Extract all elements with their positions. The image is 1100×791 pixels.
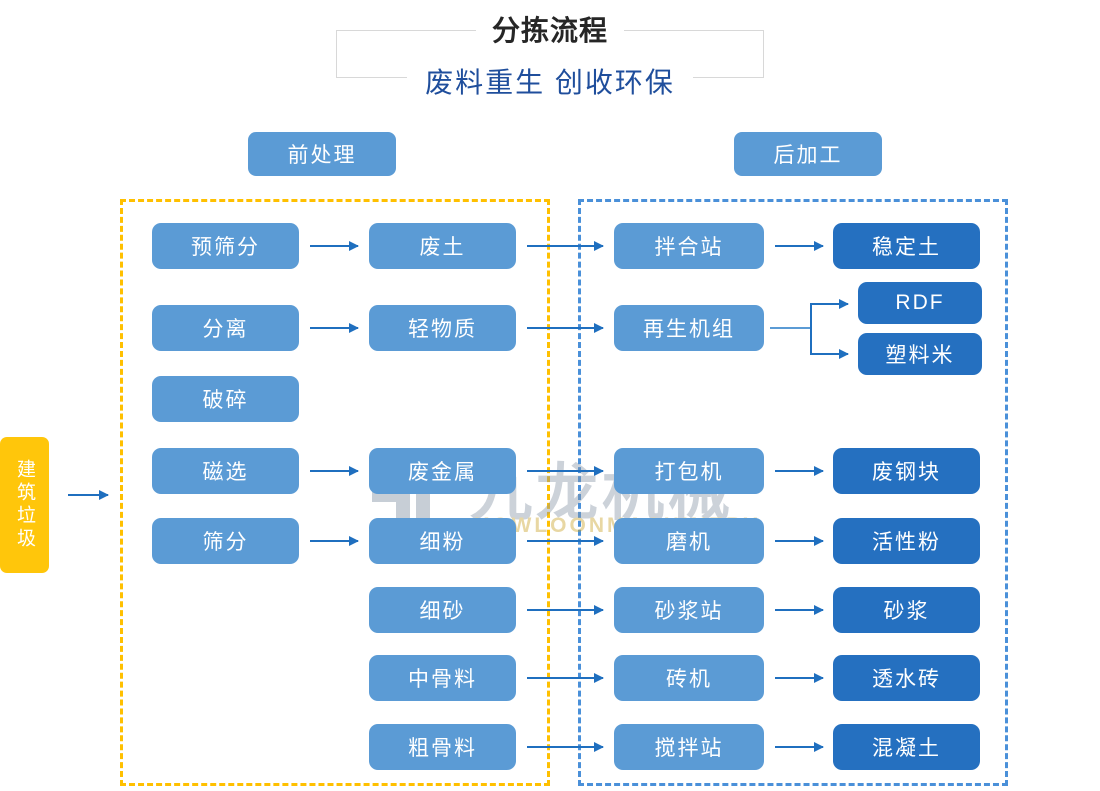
arrow-c1-1-to-c2-1 <box>310 323 359 333</box>
arrow-c3-0-to-c4-0 <box>775 241 824 251</box>
arrow-branch-to-plastic <box>810 349 849 359</box>
node-c4-2: 活性粉 <box>833 518 980 564</box>
arrow-c3-3-to-c4-2 <box>775 536 824 546</box>
group-frame-pre-processing <box>120 199 550 786</box>
node-c2-4: 细砂 <box>369 587 516 633</box>
arrow-c3-4-to-c4-3 <box>775 605 824 615</box>
node-c1-2: 破碎 <box>152 376 299 422</box>
arrow-c2-5-to-c3-5 <box>527 673 604 683</box>
node-c3-2: 打包机 <box>614 448 764 494</box>
node-c4-0: 稳定土 <box>833 223 980 269</box>
group-frame-post-processing <box>578 199 1008 786</box>
arrow-input-to-pre <box>68 490 109 500</box>
node-c2-1: 轻物质 <box>369 305 516 351</box>
page-subtitle-text: 废料重生 创收环保 <box>407 67 693 98</box>
node-c2-0: 废土 <box>369 223 516 269</box>
branch-vertical-line <box>810 303 812 355</box>
node-c3-1: 再生机组 <box>614 305 764 351</box>
input-node-construction-waste: 建筑垃圾 <box>0 437 49 573</box>
node-c1-1: 分离 <box>152 305 299 351</box>
page-title: 分拣流程 <box>0 14 1100 48</box>
node-c1-4: 筛分 <box>152 518 299 564</box>
node-c4-4: 透水砖 <box>833 655 980 701</box>
arrow-c1-3-to-c2-2 <box>310 466 359 476</box>
node-c1-0: 预筛分 <box>152 223 299 269</box>
arrow-c2-6-to-c3-6 <box>527 742 604 752</box>
node-c4-branch-rdf: RDF <box>858 282 982 324</box>
node-c4-branch-plastic: 塑料米 <box>858 333 982 375</box>
input-node-label: 建筑垃圾 <box>14 459 35 551</box>
node-c1-3: 磁选 <box>152 448 299 494</box>
page-title-text: 分拣流程 <box>475 15 624 46</box>
node-c3-5: 砖机 <box>614 655 764 701</box>
node-c4-5: 混凝土 <box>833 724 980 770</box>
node-c3-3: 磨机 <box>614 518 764 564</box>
node-c2-2: 废金属 <box>369 448 516 494</box>
stage-label-pre-processing: 前处理 <box>248 132 396 176</box>
arrow-c2-4-to-c3-4 <box>527 605 604 615</box>
page-subtitle: 废料重生 创收环保 <box>0 65 1100 101</box>
arrow-c3-6-to-c4-5 <box>775 742 824 752</box>
arrow-c3-2-to-c4-1 <box>775 466 824 476</box>
arrow-c2-0-to-c3-0 <box>527 241 604 251</box>
node-c4-3: 砂浆 <box>833 587 980 633</box>
node-c2-3: 细粉 <box>369 518 516 564</box>
arrow-branch-to-rdf <box>810 299 849 309</box>
arrow-c1-0-to-c2-0 <box>310 241 359 251</box>
arrow-c3-5-to-c4-4 <box>775 673 824 683</box>
node-c3-6: 搅拌站 <box>614 724 764 770</box>
node-c2-6: 粗骨料 <box>369 724 516 770</box>
arrow-c1-4-to-c2-3 <box>310 536 359 546</box>
node-c4-1: 废钢块 <box>833 448 980 494</box>
arrow-c2-1-to-c3-1 <box>527 323 604 333</box>
node-c3-0: 拌合站 <box>614 223 764 269</box>
arrow-c2-3-to-c3-3 <box>527 536 604 546</box>
node-c2-5: 中骨料 <box>369 655 516 701</box>
stage-label-post-processing: 后加工 <box>734 132 882 176</box>
branch-stem-line <box>770 327 812 329</box>
node-c3-4: 砂浆站 <box>614 587 764 633</box>
arrow-c2-2-to-c3-2 <box>527 466 604 476</box>
